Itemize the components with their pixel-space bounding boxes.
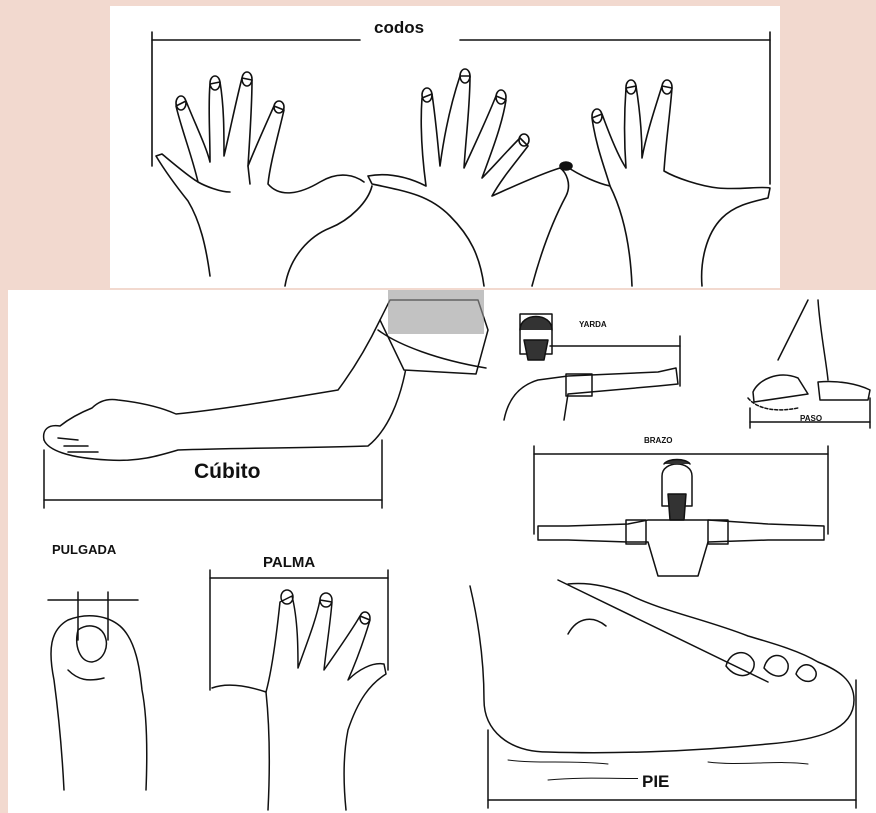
measures-illustration-panel: Cúbito PULGADA PALMA YARDA PASO BRAZO PI… xyxy=(8,290,876,813)
cubito-label: Cúbito xyxy=(194,460,260,484)
forearm-cubit-drawing xyxy=(44,290,488,508)
hand-middle xyxy=(368,69,568,286)
body-measures-drawing xyxy=(8,290,876,813)
pie-label: PIE xyxy=(638,772,673,792)
hands-drawing xyxy=(110,6,780,288)
thumb-inch-drawing xyxy=(48,592,147,790)
pace-feet-drawing xyxy=(748,300,870,428)
hand-left xyxy=(156,72,372,286)
yarda-label: YARDA xyxy=(579,320,607,329)
arm-span-figure-drawing xyxy=(534,446,828,576)
paso-label: PASO xyxy=(800,414,822,423)
pulgada-label: PULGADA xyxy=(52,542,116,557)
palma-label: PALMA xyxy=(260,554,318,571)
codos-label: codos xyxy=(368,18,430,38)
hand-right xyxy=(566,80,770,286)
brazo-label: BRAZO xyxy=(644,436,672,445)
codos-illustration-panel: codos xyxy=(110,6,780,288)
codos-measure-line xyxy=(152,32,770,184)
yard-figure-drawing xyxy=(504,314,680,420)
palm-hand-drawing xyxy=(210,570,388,810)
